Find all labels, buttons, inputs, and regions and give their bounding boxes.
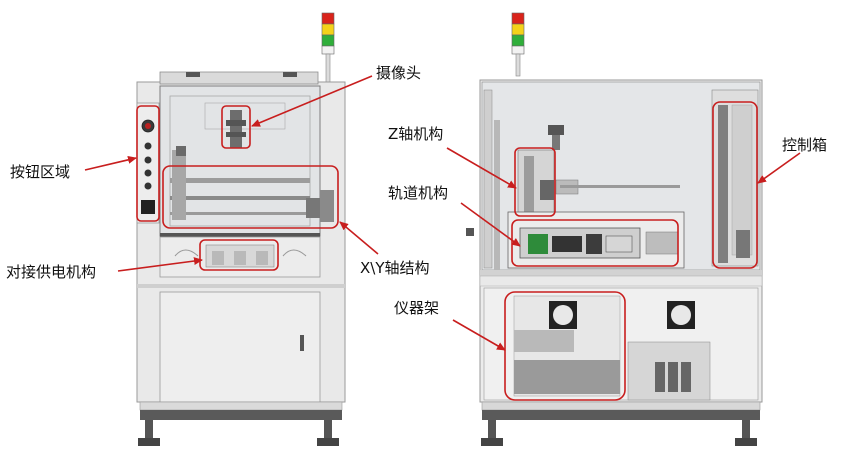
label-button-area: 按钮区域 bbox=[10, 163, 71, 181]
callout-box-button-area bbox=[136, 105, 160, 222]
arrow-control-box bbox=[757, 152, 801, 184]
arrow-xy-axis bbox=[339, 221, 379, 255]
arrow-track bbox=[460, 202, 521, 247]
label-track: 轨道机构 bbox=[388, 184, 449, 202]
front-view-machine bbox=[136, 12, 346, 446]
callout-box-gantry bbox=[162, 165, 339, 229]
label-instrument-rack: 仪器架 bbox=[394, 299, 440, 317]
signal-tower-left bbox=[321, 12, 335, 85]
arrow-button-area bbox=[84, 155, 137, 171]
label-control-box: 控制箱 bbox=[782, 136, 828, 154]
label-z-axis: Z轴机构 bbox=[388, 125, 444, 143]
callout-box-control-box bbox=[712, 101, 758, 269]
arrow-instrument-rack bbox=[452, 319, 506, 351]
callout-boxes bbox=[136, 101, 758, 401]
callout-box-camera bbox=[221, 105, 251, 149]
label-camera: 摄像头 bbox=[376, 64, 422, 82]
callout-box-docking bbox=[199, 239, 279, 271]
label-docking-power: 对接供电机构 bbox=[6, 263, 97, 281]
label-xy-axis: X\Y轴结构 bbox=[360, 259, 430, 277]
callout-arrows bbox=[84, 75, 801, 351]
signal-tower-right bbox=[511, 12, 525, 77]
side-view-machine bbox=[466, 12, 763, 446]
arrow-z-axis bbox=[446, 147, 517, 189]
arrow-camera bbox=[251, 75, 373, 127]
arrow-docking bbox=[117, 257, 203, 272]
